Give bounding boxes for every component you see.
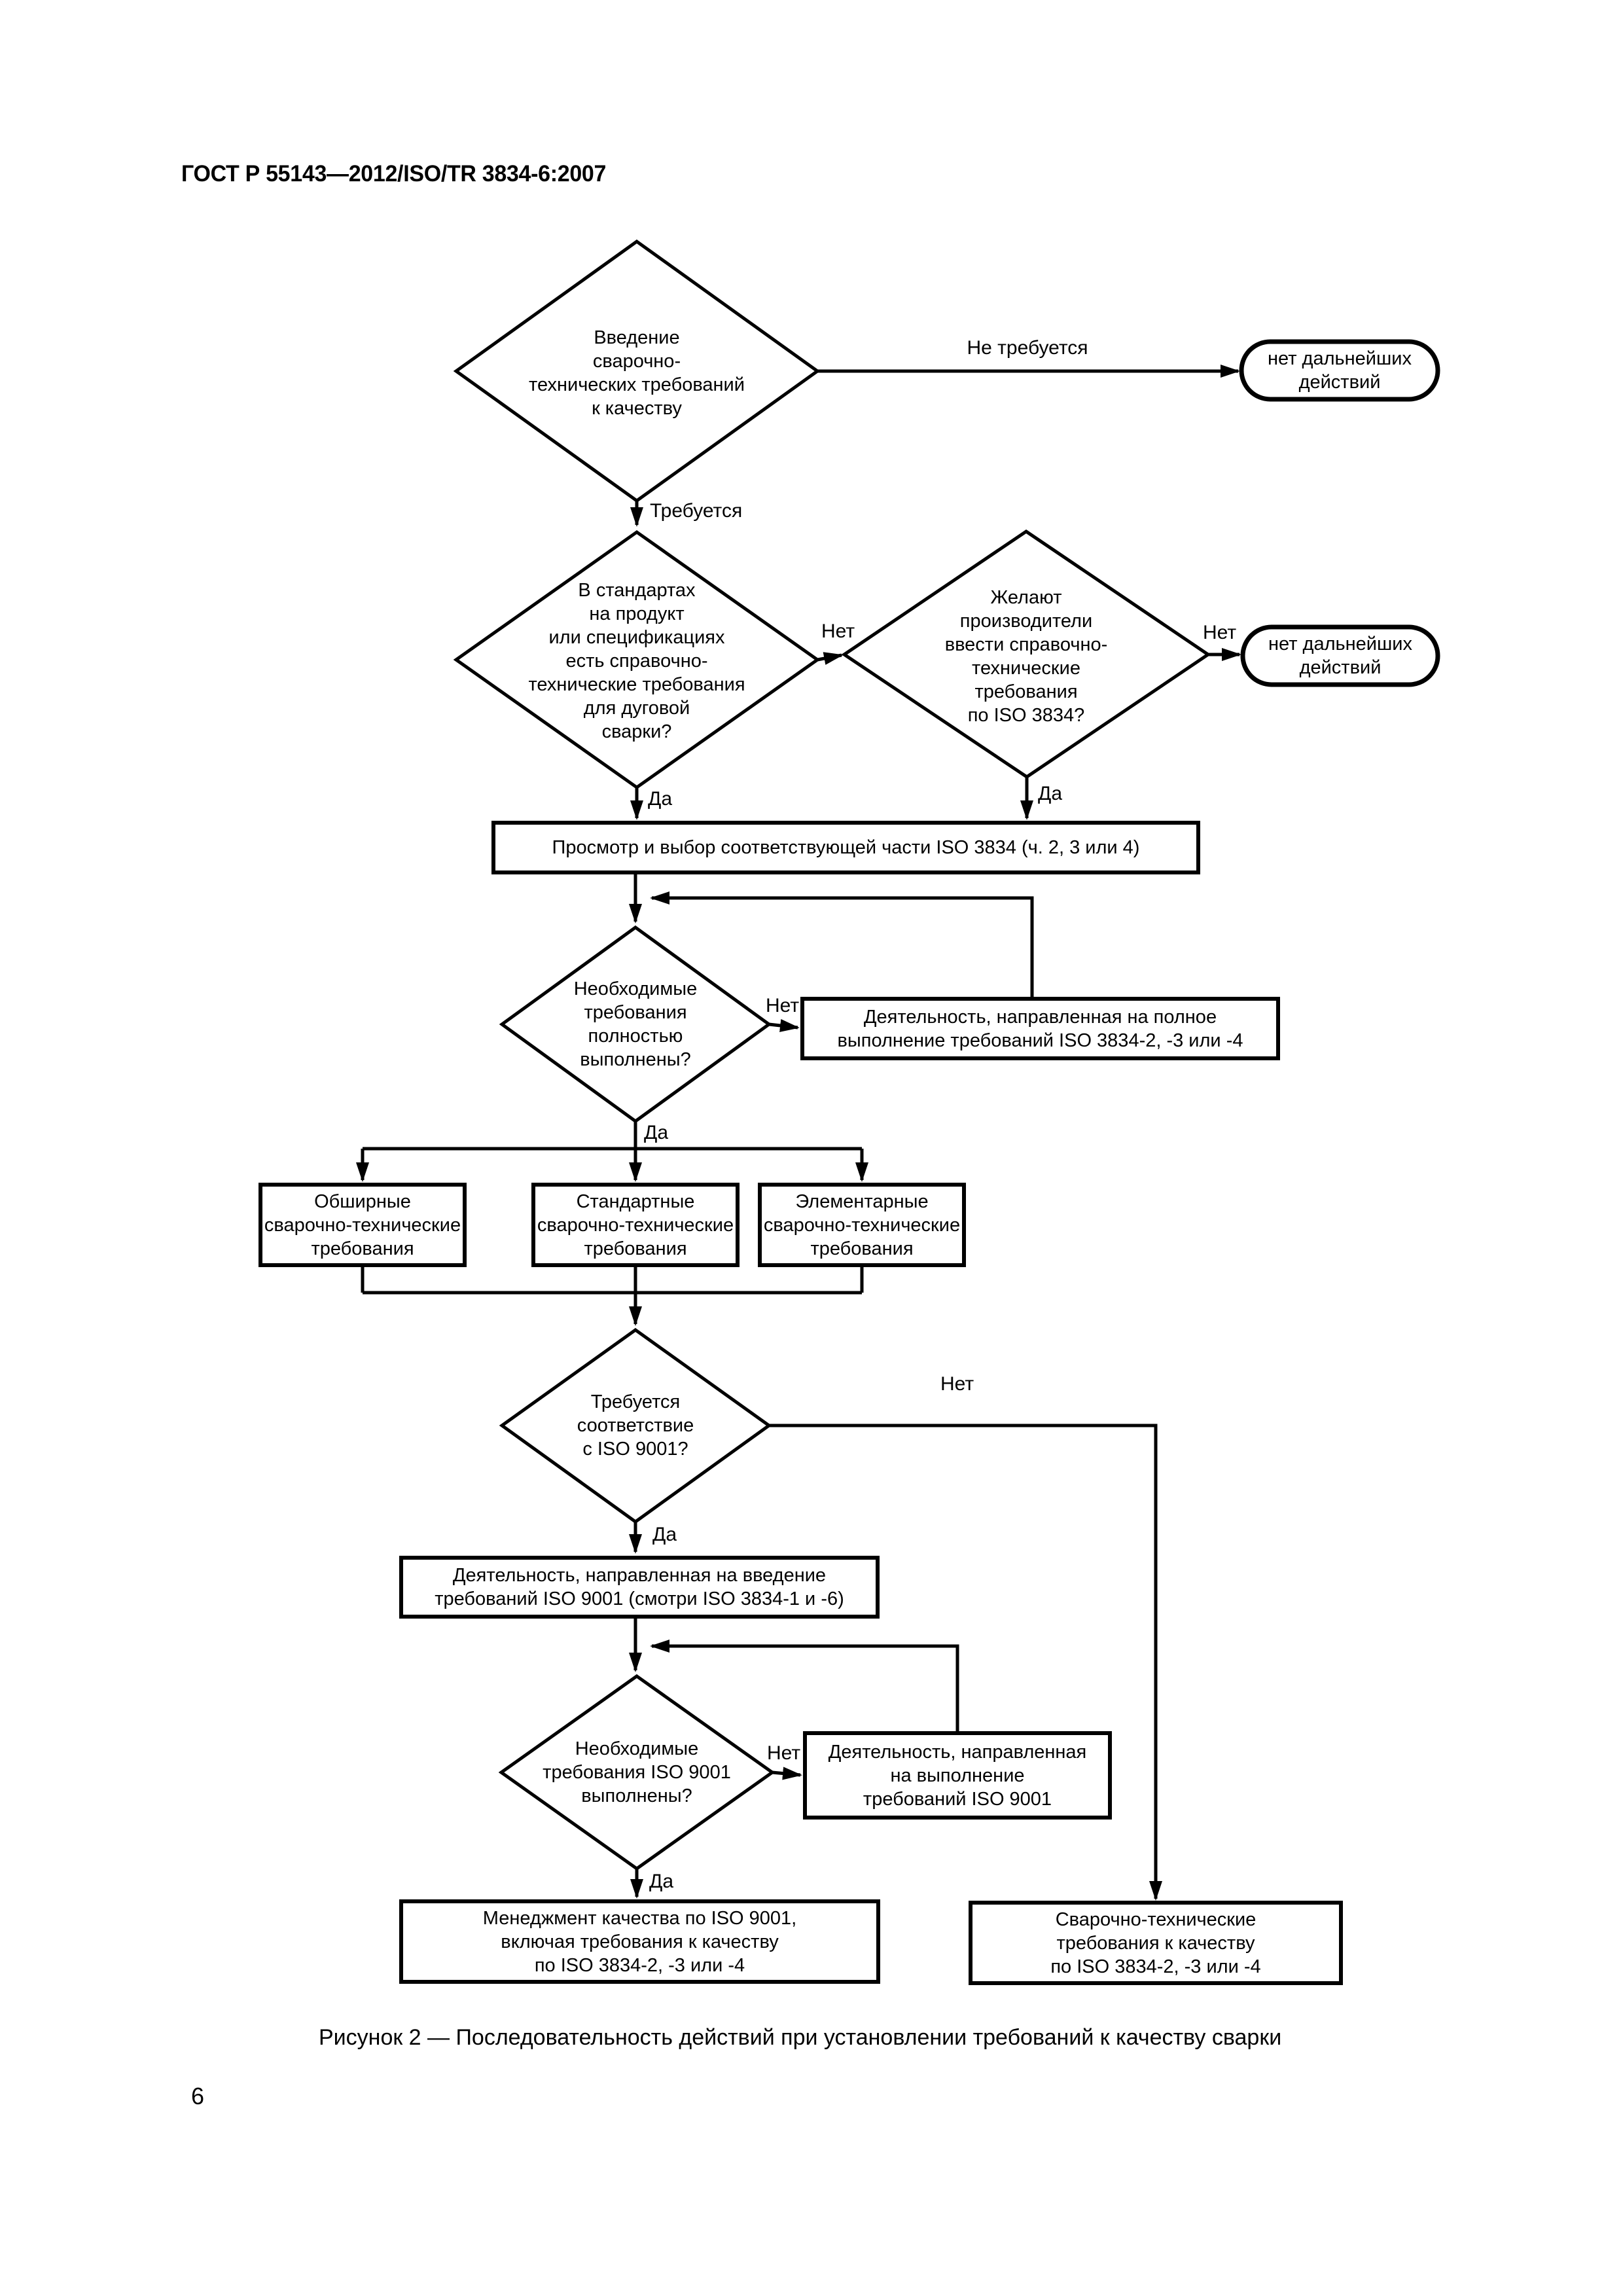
label-no-9001-met: Нет — [767, 1742, 801, 1764]
process-fulfill-9001-rect — [803, 1731, 1112, 1820]
edge-d4-no — [769, 1424, 1162, 1901]
process-fulfill-3834-text: Деятельность, направленная на полное вып… — [837, 1006, 1243, 1051]
flow-connectors — [356, 365, 1241, 1901]
document-header: ГОСТ Р 55143—2012/ISO/TR 3834-6:2007 — [181, 161, 607, 187]
terminator-no-action-1 — [1239, 339, 1440, 402]
box-standard-text: Стандартные сварочно-технические требова… — [537, 1191, 734, 1259]
decision-iso9001-diamond — [499, 1327, 772, 1524]
terminator-no-action-2-text: нет дальнейших действий — [1268, 634, 1412, 678]
page-number: 6 — [191, 2083, 205, 2109]
decision-standards-diamond — [453, 529, 821, 790]
label-yes-iso9001: Да — [652, 1524, 677, 1545]
label-no-manufacturers: Нет — [1203, 622, 1237, 643]
edge-d5-no — [772, 1767, 802, 1780]
label-no-iso9001: Нет — [940, 1373, 974, 1395]
result-welding-requirements-text: Сварочно-технические требования к качест… — [1050, 1909, 1261, 1977]
label-yes-manufacturers: Да — [1038, 783, 1063, 804]
decision-9001-met-diamond — [498, 1674, 776, 1871]
decision-standards-text: В стандартах на продукт или спецификация… — [528, 580, 745, 742]
label-yes-standards: Да — [648, 788, 673, 810]
decision-iso9001-text: Требуется соответствие с ISO 9001? — [577, 1391, 694, 1460]
process-review-rect — [491, 821, 1200, 874]
figure-caption: Рисунок 2 — Последовательность действий … — [319, 2025, 1282, 2050]
label-yes-requirements-met: Да — [644, 1122, 669, 1143]
label-no-standards: Нет — [821, 620, 855, 642]
result-quality-management-text: Менеджмент качества по ISO 9001, включая… — [482, 1907, 797, 1976]
edge-d3-no — [768, 1019, 800, 1032]
process-introduce-9001-text: Деятельность, направленная на введение т… — [435, 1565, 844, 1609]
edge-d2-no — [817, 652, 844, 665]
decision-intro-quality-text: Введение сварочно- технических требовани… — [529, 327, 745, 419]
flow-shapes — [259, 239, 1440, 1985]
decision-manufacturers-text: Желают производители ввести справочно- т… — [944, 586, 1108, 726]
box-extensive-text: Обширные сварочно-технические требования — [264, 1191, 461, 1259]
box-elementary-text: Элементарные сварочно-технические требов… — [763, 1191, 961, 1259]
label-yes-9001-met: Да — [649, 1871, 674, 1892]
box-elementary-requirements — [758, 1183, 966, 1267]
result-quality-management-rect — [399, 1899, 880, 1984]
decision-manufacturers-diamond — [841, 529, 1211, 780]
decision-requirements-met-diamond — [499, 925, 772, 1124]
decision-intro-quality-diamond — [453, 239, 821, 503]
process-fulfill-3834-rect — [800, 997, 1280, 1060]
box-extensive-requirements — [259, 1183, 467, 1267]
process-introduce-9001-rect — [399, 1556, 880, 1619]
label-no-requirements-met: Нет — [766, 995, 800, 1016]
terminator-no-action-1-text: нет дальнейших действий — [1268, 348, 1412, 393]
box-standard-requirements — [531, 1183, 740, 1267]
edge-act9001-feedback — [650, 1640, 959, 1733]
result-welding-requirements-rect — [969, 1901, 1343, 1985]
process-review-text: Просмотр и выбор соответствующей части I… — [552, 837, 1140, 858]
decision-9001-met-text: Необходимые требования ISO 9001 выполнен… — [543, 1738, 731, 1806]
terminator-no-action-2 — [1240, 624, 1440, 687]
process-fulfill-9001-text: Деятельность, направленная на выполнение… — [828, 1741, 1087, 1810]
decision-requirements-met-text: Необходимые требования полностью выполне… — [573, 978, 698, 1070]
label-required: Требуется — [650, 500, 743, 522]
label-not-required: Не требуется — [967, 337, 1088, 359]
edge-act3834-feedback — [650, 891, 1034, 999]
